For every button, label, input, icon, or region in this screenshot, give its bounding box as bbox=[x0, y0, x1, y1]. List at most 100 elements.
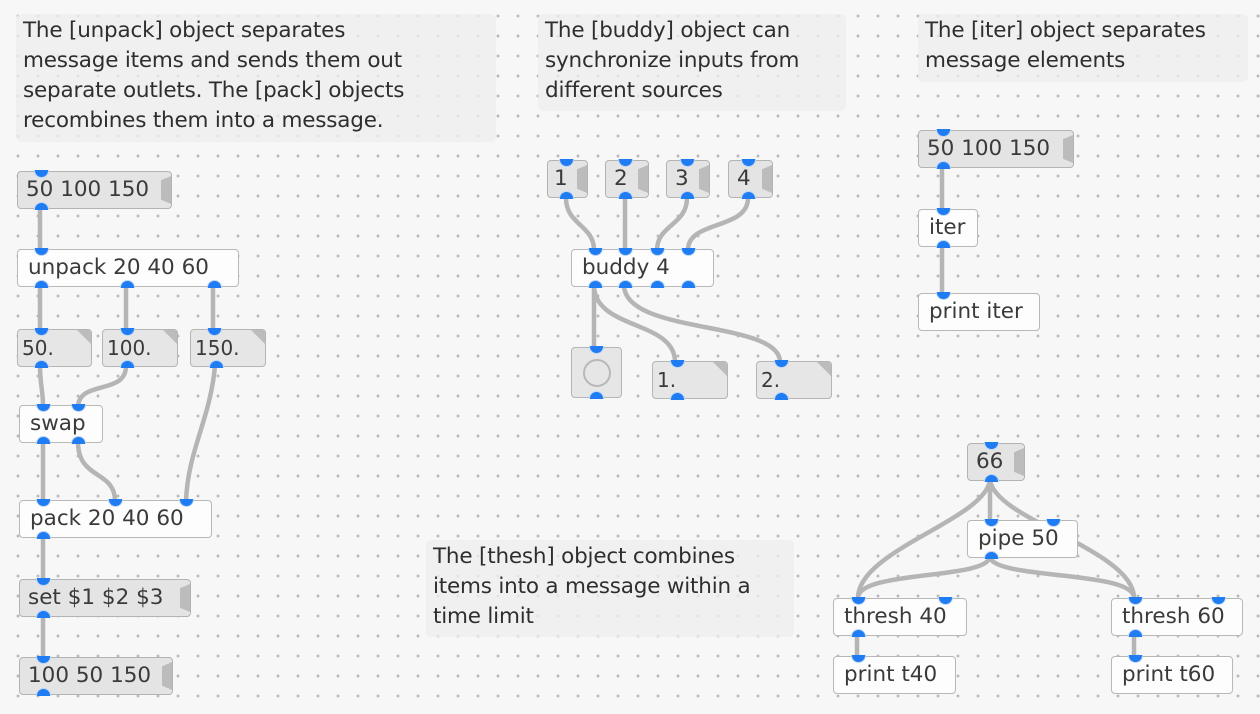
message-text: 3 bbox=[675, 166, 689, 191]
outlet-port[interactable] bbox=[559, 191, 574, 199]
object-text: pipe 50 bbox=[978, 526, 1059, 551]
outlet-port[interactable] bbox=[681, 280, 696, 288]
outlet-port[interactable] bbox=[650, 280, 665, 288]
number-box[interactable]: 1. bbox=[652, 360, 728, 400]
print-t40-object[interactable]: print t40 bbox=[833, 655, 956, 694]
comment-thresh: The [thesh] object combines items into a… bbox=[426, 540, 794, 637]
message-text: 2 bbox=[614, 166, 628, 191]
number-box[interactable]: 2. bbox=[756, 360, 832, 400]
outlet-port[interactable] bbox=[936, 240, 951, 248]
buddy-object[interactable]: buddy 4 bbox=[571, 248, 714, 288]
message-box-1[interactable]: 1 bbox=[547, 159, 588, 199]
object-text: swap bbox=[30, 411, 86, 436]
outlet-port[interactable] bbox=[984, 551, 999, 559]
number-box[interactable]: 50. bbox=[17, 328, 92, 368]
print-t60-object[interactable]: print t60 bbox=[1111, 655, 1233, 694]
patch-cord bbox=[183, 363, 218, 504]
patch-cord bbox=[654, 195, 690, 253]
patch-cord bbox=[621, 282, 783, 365]
inlet-port[interactable] bbox=[774, 360, 789, 368]
object-text: thresh 60 bbox=[1122, 604, 1225, 629]
number-value: 100. bbox=[107, 336, 152, 360]
patch-cord bbox=[987, 553, 1137, 601]
number-box[interactable]: 150. bbox=[190, 328, 266, 368]
inlet-port[interactable] bbox=[681, 248, 696, 256]
outlet-port[interactable] bbox=[741, 191, 756, 199]
outlet-port[interactable] bbox=[936, 161, 951, 169]
patch-cord bbox=[75, 363, 129, 409]
inlet-port[interactable] bbox=[34, 328, 49, 336]
print-iter-object[interactable]: print iter bbox=[918, 292, 1040, 331]
message-box-iter-input[interactable]: 50 100 150 bbox=[918, 129, 1074, 169]
message-text: set $1 $2 $3 bbox=[28, 585, 164, 610]
outlet-port[interactable] bbox=[34, 360, 49, 368]
message-text: 50 100 150 bbox=[26, 177, 150, 202]
thresh-40-object[interactable]: thresh 40 bbox=[833, 597, 967, 637]
message-box-2[interactable]: 2 bbox=[605, 159, 649, 199]
outlet-port[interactable] bbox=[588, 280, 603, 288]
message-box-66[interactable]: 66 bbox=[967, 442, 1025, 482]
object-text: print t60 bbox=[1122, 662, 1216, 687]
swap-object[interactable]: swap bbox=[19, 404, 103, 444]
patch-cord bbox=[685, 195, 751, 253]
object-text: iter bbox=[929, 215, 966, 240]
number-value: 150. bbox=[195, 336, 240, 360]
outlet-port[interactable] bbox=[36, 610, 51, 618]
object-text: print t40 bbox=[844, 662, 938, 687]
object-text: unpack 20 40 60 bbox=[28, 255, 209, 280]
outlet-port[interactable] bbox=[618, 280, 633, 288]
number-value: 2. bbox=[761, 368, 781, 392]
set-message-box[interactable]: set $1 $2 $3 bbox=[19, 578, 191, 618]
inlet-port[interactable] bbox=[589, 346, 604, 354]
outlet-port[interactable] bbox=[209, 360, 224, 368]
outlet-port[interactable] bbox=[670, 392, 685, 400]
object-text: thresh 40 bbox=[844, 604, 947, 629]
comment-iter: The [iter] object separates message elem… bbox=[918, 14, 1248, 82]
message-box-output[interactable]: 100 50 150 bbox=[19, 656, 173, 696]
outlet-port[interactable] bbox=[589, 391, 604, 399]
pack-object[interactable]: pack 20 40 60 bbox=[19, 499, 212, 539]
outlet-port[interactable] bbox=[71, 436, 86, 444]
number-value: 1. bbox=[657, 368, 677, 392]
iter-object[interactable]: iter bbox=[918, 208, 978, 248]
outlet-port[interactable] bbox=[36, 688, 51, 696]
object-text: pack 20 40 60 bbox=[30, 506, 184, 531]
outlet-port[interactable] bbox=[34, 202, 49, 210]
outlet-port[interactable] bbox=[207, 280, 222, 288]
outlet-port[interactable] bbox=[120, 360, 135, 368]
outlet-port[interactable] bbox=[1128, 629, 1143, 637]
outlet-port[interactable] bbox=[618, 191, 633, 199]
inlet-port[interactable] bbox=[670, 360, 685, 368]
outlet-port[interactable] bbox=[851, 629, 866, 637]
outlet-port[interactable] bbox=[120, 280, 135, 288]
object-text: buddy 4 bbox=[582, 255, 670, 280]
pipe-object[interactable]: pipe 50 bbox=[967, 519, 1078, 559]
outlet-port[interactable] bbox=[774, 392, 789, 400]
inlet-port[interactable] bbox=[207, 328, 222, 336]
outlet-port[interactable] bbox=[34, 280, 49, 288]
thresh-60-object[interactable]: thresh 60 bbox=[1111, 597, 1243, 637]
comment-buddy: The [buddy] object can synchronize input… bbox=[538, 14, 846, 111]
message-text: 50 100 150 bbox=[927, 136, 1051, 161]
comment-unpack: The [unpack] object separates message it… bbox=[16, 14, 496, 142]
outlet-port[interactable] bbox=[36, 436, 51, 444]
patch-cord bbox=[37, 363, 46, 409]
message-box-input[interactable]: 50 100 150 bbox=[17, 170, 172, 210]
bang-circle-icon bbox=[582, 358, 611, 387]
patch-cord bbox=[563, 195, 597, 253]
patch-cord bbox=[855, 553, 993, 601]
message-box-3[interactable]: 3 bbox=[666, 159, 710, 199]
object-text: print iter bbox=[929, 299, 1023, 324]
unpack-object[interactable]: unpack 20 40 60 bbox=[17, 248, 239, 288]
message-box-4[interactable]: 4 bbox=[728, 159, 773, 199]
message-text: 100 50 150 bbox=[28, 663, 152, 688]
inlet-port[interactable] bbox=[120, 328, 135, 336]
outlet-port[interactable] bbox=[36, 531, 51, 539]
number-value: 50. bbox=[22, 336, 54, 360]
bang-button[interactable] bbox=[571, 346, 622, 399]
message-text: 4 bbox=[737, 166, 751, 191]
number-box[interactable]: 100. bbox=[102, 328, 178, 368]
outlet-port[interactable] bbox=[984, 474, 999, 482]
message-text: 66 bbox=[976, 449, 1004, 474]
outlet-port[interactable] bbox=[680, 191, 695, 199]
